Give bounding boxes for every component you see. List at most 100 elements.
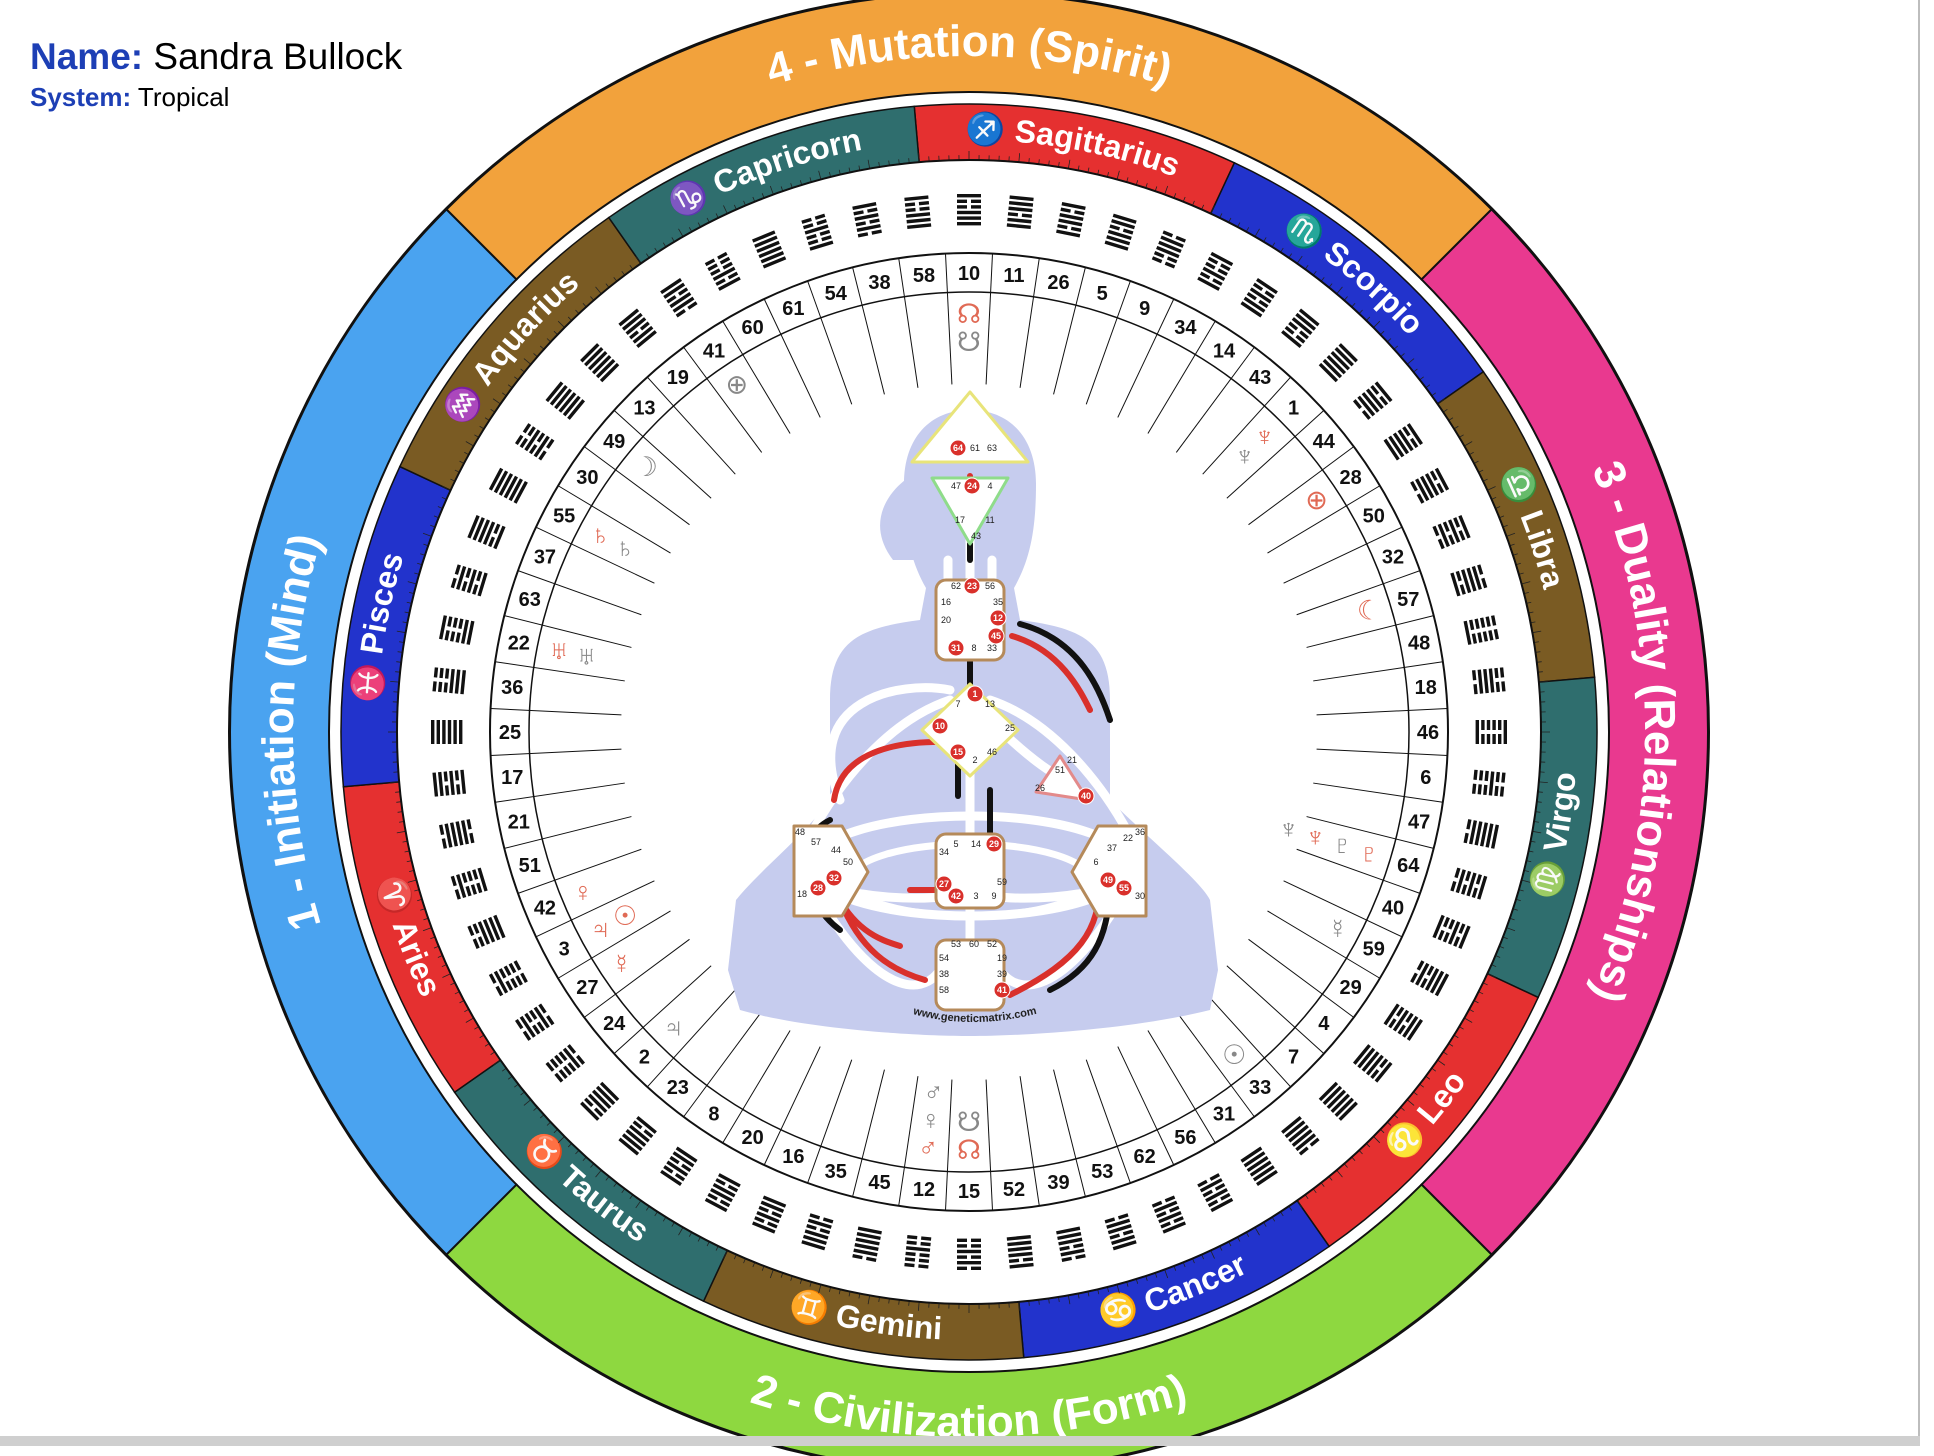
degree-tick <box>1521 581 1531 585</box>
gate-number: 51 <box>519 855 541 877</box>
gate-number: 6 <box>1420 767 1431 789</box>
degree-tick <box>1506 532 1516 537</box>
gate-divider <box>898 1076 919 1206</box>
degree-tick <box>422 927 432 932</box>
gate-label: 12 <box>993 613 1003 623</box>
gate-number: 7 <box>1288 1047 1299 1069</box>
degree-tick <box>678 228 684 237</box>
degree-tick <box>557 320 565 328</box>
degree-tick <box>492 1059 501 1066</box>
planet-glyph: ☋ <box>957 1107 981 1137</box>
gate-number: 24 <box>603 1013 626 1035</box>
gate-number: 29 <box>1340 977 1362 999</box>
bottom-scrollbar[interactable] <box>0 1436 1920 1446</box>
degree-tick <box>396 630 406 634</box>
gate-number: 50 <box>1363 506 1385 528</box>
planet-glyph: ☉ <box>613 901 637 931</box>
gate-divider <box>722 1030 791 1144</box>
active-gate-dot <box>947 639 965 657</box>
planet-glyph: ⊕ <box>725 369 748 399</box>
active-channel <box>831 738 953 803</box>
planet-glyph: ♆ <box>1254 421 1274 451</box>
gate-number: 59 <box>1363 938 1385 960</box>
degree-tick <box>1532 830 1542 834</box>
planet-glyph: ♄ <box>615 533 635 563</box>
hexagram-symbol <box>488 960 528 997</box>
planet-glyph: ☊ <box>957 1135 981 1165</box>
gate-number: 48 <box>1408 632 1430 654</box>
hexagram-symbol <box>580 1081 620 1121</box>
gate-label: 27 <box>939 879 949 889</box>
degree-tick <box>1254 1227 1260 1236</box>
gate-divider <box>944 1079 953 1211</box>
gate-divider <box>944 253 953 385</box>
gate-divider <box>1296 848 1421 894</box>
degree-tick <box>1164 1269 1169 1279</box>
planet-glyph: ☿ <box>611 949 631 979</box>
gate-label: 34 <box>939 847 949 857</box>
degree-tick <box>1296 255 1303 264</box>
gate-label: 54 <box>939 953 949 963</box>
planet-glyph: ♆ <box>1235 441 1255 471</box>
gate-divider <box>495 782 625 803</box>
gate-divider <box>1313 782 1443 803</box>
planet-glyph: ♀ <box>573 877 593 907</box>
gate-divider <box>1248 938 1355 1018</box>
degree-tick <box>678 1227 684 1236</box>
gate-divider <box>1316 748 1448 757</box>
gate-number: 55 <box>553 506 575 528</box>
gate-number: 36 <box>501 677 523 699</box>
gate-label: 44 <box>831 845 841 855</box>
gate-number: 42 <box>534 898 556 920</box>
gate-divider <box>1248 446 1355 526</box>
gate-number: 18 <box>1415 677 1437 699</box>
gate-divider <box>807 1059 853 1184</box>
hexagram-symbol <box>1006 1234 1034 1269</box>
degree-tick <box>723 205 728 214</box>
hexagram-symbol <box>1197 251 1234 291</box>
planet-glyph: ♅ <box>576 641 596 671</box>
hexagram-symbol <box>450 564 488 597</box>
degree-tick <box>1254 228 1260 237</box>
degree-tick <box>917 153 920 163</box>
gate-divider <box>1053 1069 1086 1197</box>
gate-divider <box>1306 816 1434 849</box>
gate-number: 31 <box>1213 1104 1235 1126</box>
hexagram-symbol <box>704 1173 741 1213</box>
degree-tick <box>407 581 417 585</box>
gate-number: 11 <box>1003 265 1024 287</box>
hexagram-symbol <box>618 1115 657 1156</box>
gate-label: 10 <box>935 721 945 731</box>
quarter-segment <box>229 208 518 1256</box>
hexagram-symbol <box>852 201 882 238</box>
gate-label: 48 <box>795 827 805 837</box>
gate-label: 16 <box>941 597 951 607</box>
hexagram-symbol <box>1450 564 1488 597</box>
planet-glyph: ♂ <box>918 1133 938 1163</box>
hexagram-symbol <box>1383 1003 1423 1041</box>
hexagram-symbol <box>1318 1081 1358 1121</box>
gate-divider <box>490 748 622 757</box>
gate-divider <box>1313 661 1443 682</box>
active-gate-dot <box>993 981 1011 999</box>
gate-label: 51 <box>1055 765 1065 775</box>
planet-glyph: ♀ <box>921 1105 941 1135</box>
degree-tick <box>1506 927 1516 932</box>
degree-tick <box>1164 185 1169 195</box>
gate-divider <box>1147 320 1216 434</box>
gate-number: 14 <box>1213 340 1236 362</box>
hexagram-symbol <box>1056 1226 1086 1263</box>
planet-glyph: ☾ <box>1357 596 1381 626</box>
channel <box>985 695 1135 841</box>
degree-tick <box>1464 1017 1473 1023</box>
degree-tick <box>769 1269 774 1279</box>
gate-divider <box>852 1069 885 1197</box>
planet-glyph: ♂ <box>923 1077 943 1107</box>
hexagram-symbol <box>1410 960 1450 997</box>
gate-label: 33 <box>987 643 997 653</box>
hexagram-symbol <box>660 278 698 318</box>
hexagram-symbol <box>488 467 528 504</box>
